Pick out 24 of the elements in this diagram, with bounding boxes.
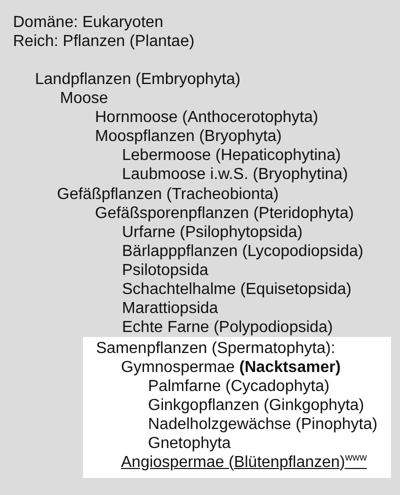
taxon-text: Hornmoose (Anthocerotophyta) <box>95 108 318 126</box>
taxon-text: Lebermoose (Hepaticophytina) <box>122 146 341 164</box>
taxon-text: Samenpflanzen (Spermatophyta): <box>96 338 336 358</box>
taxon-text: Gefäßsporenpflanzen (Pteridophyta) <box>95 204 354 222</box>
taxon-text: Psilotopsida <box>122 260 208 280</box>
taxon-text: Gnetophyta <box>148 434 231 452</box>
taxon-text: Landpflanzen (Embryophyta) <box>35 70 240 88</box>
taxon-link: Angiospermae (Blütenpflanzen)$^{www}$ <box>121 452 367 472</box>
taxon-text: Nadelholzgewächse (Pinophyta) <box>148 414 378 434</box>
taxon-text: Urfarne (Psilophytopsida) <box>122 222 303 242</box>
rank-text: Reich: Pflanzen (Plantae) <box>13 32 194 50</box>
rank-text: Domäne: Eukaryoten <box>13 12 164 32</box>
taxon-text: Marattiopsida <box>122 298 218 318</box>
taxon-text: Gefäßpflanzen (Tracheobionta) <box>57 184 279 204</box>
taxon-text: Moose <box>60 88 108 108</box>
taxon-text: Moospflanzen (Bryophyta) <box>95 126 282 146</box>
taxon-text: Schachtelhalme (Equisetopsida) <box>122 280 352 298</box>
taxon-text: Bärlapppflanzen (Lycopodiopsida) <box>122 242 364 260</box>
taxon-text: Echte Farne (Polypodiopsida) <box>122 318 333 336</box>
taxon-text: Ginkgopflanzen (Ginkgophyta) <box>148 396 364 414</box>
taxon-text: Gymnospermae (Nacktsamer) <box>121 358 341 376</box>
taxon-text: Palmfarne (Cycadophyta) <box>148 376 330 396</box>
highlight-panel <box>83 337 391 478</box>
taxon-text: Laubmoose i.w.S. (Bryophytina) <box>122 164 348 184</box>
